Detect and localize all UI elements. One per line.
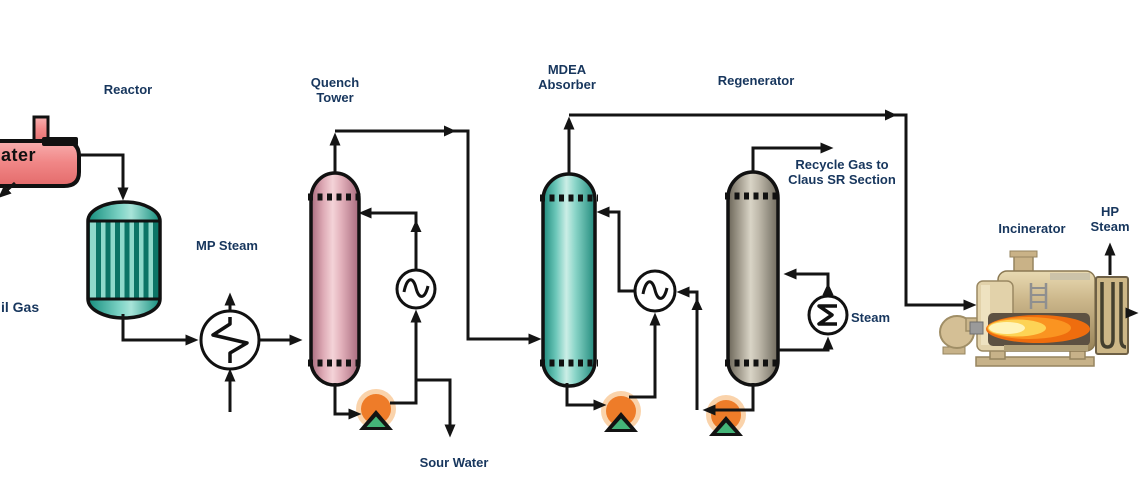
- hp-steam-label-line2: Steam: [1090, 219, 1130, 234]
- arrow-treated-gas: [885, 109, 897, 121]
- quench-water-cooler: [395, 268, 437, 310]
- mdea-absorber-label-line2: Absorber: [538, 77, 596, 92]
- pipe-lean-amine-to-absorber: [596, 206, 635, 293]
- reactor-vessel: [86, 200, 162, 320]
- incinerator-front-highlight: [981, 285, 990, 345]
- pipe-recycle-gas: [751, 142, 834, 172]
- ladder-icon: [1029, 283, 1048, 309]
- hp-steam-label: HP Steam: [1090, 204, 1129, 234]
- quench-tower-label-line2: Tower: [316, 90, 354, 105]
- pipe-quench-to-absorber: [335, 129, 542, 345]
- mdea-absorber-label-line1: MDEA: [547, 62, 587, 77]
- pipe-cooler-return-to-quench: [358, 207, 418, 270]
- flame-icon: [986, 315, 1090, 343]
- pipe-regenerator-bottoms-to-pump: [702, 383, 755, 416]
- quench-tower-label-line1: Quench: [310, 75, 360, 90]
- lean-amine-pump-body: [706, 395, 746, 435]
- regenerator-shell: [726, 170, 780, 387]
- reactor-catalyst-stripes: [96, 221, 158, 299]
- heat-exchanger-icon: [402, 278, 430, 298]
- pipe-sour-water-purge: [416, 378, 456, 438]
- regenerator-reboiler: [807, 294, 849, 336]
- pipe-lean-amine-to-exchanger: [676, 286, 699, 410]
- pump-icon: [359, 410, 393, 430]
- arrow-cooler-riser: [410, 220, 422, 232]
- mp-steam-exchanger: [199, 309, 261, 371]
- mid-line-arrowheads: [410, 109, 897, 310]
- quench-tower-label: Quench Tower: [311, 75, 359, 105]
- hp-steam-label-line1: HP: [1100, 204, 1120, 219]
- recycle-gas-label-line2: Claus SR Section: [788, 172, 896, 187]
- mdea-absorber-vessel: [540, 172, 598, 388]
- quench-pump-body: [356, 389, 396, 429]
- incinerator-label: Incinerator: [998, 221, 1066, 236]
- pump-icon: [709, 416, 743, 436]
- incinerator-bottom-trim: [1004, 345, 1088, 351]
- inline-heater-vessel: [0, 115, 81, 188]
- arrow-lean-amine-riser: [691, 298, 703, 310]
- pipe-reboiler-return: [783, 268, 830, 296]
- pipe-reactor-to-exchanger: [121, 314, 199, 346]
- regenerator-label: Regenerator: [717, 73, 795, 88]
- burner-nozzle: [969, 321, 984, 335]
- recycle-gas-label-line1: Recycle Gas to: [795, 157, 889, 172]
- heater-label: ater: [1, 145, 37, 165]
- incinerator-unit: [939, 250, 1129, 367]
- rich-amine-pump-body: [601, 391, 641, 431]
- pipe-reboiler-feed: [778, 336, 834, 352]
- pump-triangles: [359, 410, 743, 436]
- absorber-flanges: [540, 194, 598, 367]
- pipe-pump-to-cooler: [390, 309, 422, 405]
- reactor-label: Reactor: [103, 82, 153, 97]
- incinerator-top-trim: [1050, 273, 1090, 280]
- mdea-absorber-label: MDEA Absorber: [538, 62, 596, 92]
- lean-rich-exchanger: [633, 269, 677, 313]
- quench-tower-shell: [309, 171, 361, 387]
- absorber-shell: [541, 172, 597, 388]
- arrow-reboiler-riser: [822, 283, 834, 295]
- pipe-treated-gas-to-incinerator: [569, 113, 977, 311]
- pipe-quench-bottoms-to-pump: [333, 383, 362, 420]
- quench-tower-vessel: [308, 171, 362, 387]
- pipe-heater-cutoff: [0, 181, 16, 198]
- reboiler-steam-label: Steam: [851, 310, 891, 325]
- pipe-rich-amine-to-exchanger: [629, 312, 661, 399]
- heater-top-band: [42, 137, 78, 146]
- incinerator-chimney: [1013, 254, 1034, 273]
- heat-exchanger-icon: [211, 317, 249, 363]
- reactor-bed-lines: [88, 219, 160, 301]
- recycle-gas-label: Recycle Gas to Claus SR Section: [788, 157, 896, 187]
- pipe-heater-to-reactor: [79, 153, 129, 201]
- tail-gas-label: il Gas: [1, 299, 40, 315]
- mp-steam-label: MP Steam: [196, 238, 258, 253]
- boiler-u-tubes: [1100, 282, 1127, 349]
- arrow-quench-overhead: [444, 125, 456, 137]
- process-lines: [0, 113, 1139, 438]
- pump-icon: [604, 412, 638, 432]
- sour-water-label: Sour Water: [419, 455, 489, 470]
- pipe-absorber-bottoms-to-pump: [565, 383, 607, 411]
- incinerator-base: [975, 356, 1095, 367]
- incinerator-chimney-cap: [1009, 250, 1038, 258]
- heat-exchanger-icon: [641, 280, 669, 300]
- reboiler-icon: [817, 304, 837, 326]
- regenerator-vessel: [725, 170, 781, 387]
